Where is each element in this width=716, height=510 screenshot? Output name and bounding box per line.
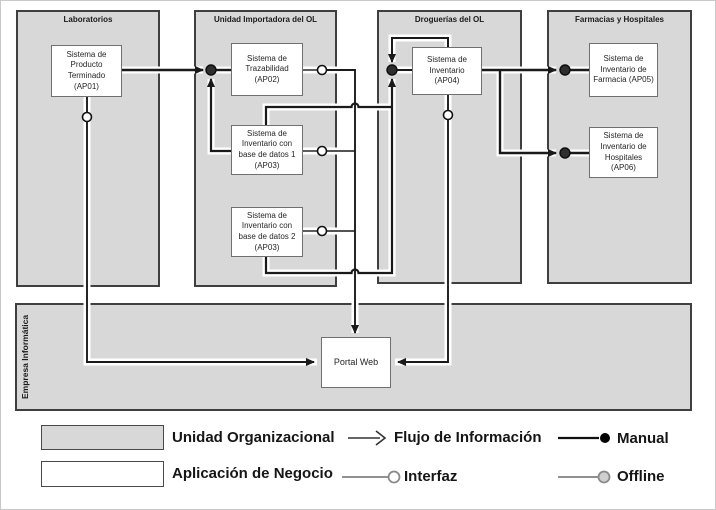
container-title-vertical: Empresa Informática	[20, 314, 30, 400]
legend-label-manual: Manual	[617, 430, 669, 447]
app-ap06: Sistema de Inventario de Hospitales (AP0…	[589, 127, 658, 178]
legend-swatch-aplicacion-negocio	[41, 461, 164, 487]
legend-label-interfaz: Interfaz	[404, 468, 458, 485]
container-title: Laboratorios	[63, 15, 113, 24]
legend-label-flujo: Flujo de Información	[394, 429, 542, 446]
app-ap04: Sistema de Inventario (AP04)	[412, 47, 482, 95]
legend-offline-circle	[597, 470, 611, 484]
container-title: Unidad Importadora del OL	[213, 15, 318, 24]
app-portal-web: Portal Web	[321, 337, 391, 388]
legend-label-unidad-organizacional: Unidad Organizacional	[172, 429, 335, 446]
app-ap01: Sistema de Producto Terminado (AP01)	[51, 45, 122, 97]
legend-label-offline: Offline	[617, 468, 665, 485]
container-title: Farmacias y Hospitales	[575, 15, 664, 24]
app-ap03-1: Sistema de Inventario con base de datos …	[231, 125, 303, 175]
legend-manual-circle	[600, 433, 610, 443]
container-title: Droguerías del OL	[414, 15, 485, 24]
legend-label-aplicacion-negocio: Aplicación de Negocio	[172, 465, 333, 482]
legend-flow-arrowhead	[375, 430, 387, 446]
app-ap03-2: Sistema de Inventario con base de datos …	[231, 207, 303, 257]
app-ap02: Sistema de Trazabilidad (AP02)	[231, 43, 303, 96]
app-ap05: Sistema de Inventario de Farmacia (AP05)	[589, 43, 658, 97]
legend-interfaz-circle	[387, 470, 401, 484]
legend-swatch-unidad-organizacional	[41, 425, 164, 450]
